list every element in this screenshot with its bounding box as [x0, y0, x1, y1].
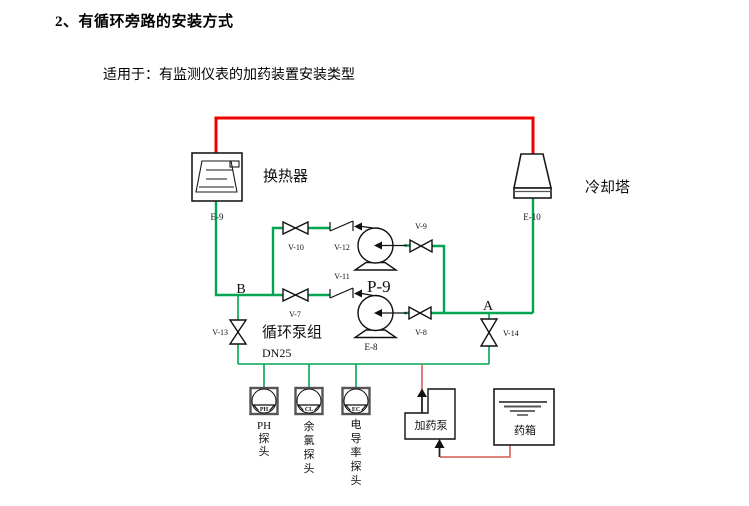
- junction-b-label: B: [236, 282, 245, 297]
- ph-probe-tag: PH: [260, 407, 269, 413]
- svg-text:电: 电: [351, 418, 362, 431]
- section-title: 2、有循环旁路的安装方式: [55, 14, 234, 30]
- valve-v14-symbol: [479, 318, 499, 347]
- junction-a-label: A: [483, 299, 494, 314]
- cooling-tower-tag: E-10: [523, 212, 541, 222]
- svg-text:头: 头: [351, 474, 362, 487]
- svg-text:探: 探: [304, 448, 315, 461]
- pump-e8-symbol: [352, 294, 407, 339]
- heat-exchanger-label: 换热器: [263, 168, 308, 185]
- pump-group-label: 循环泵组: [262, 324, 322, 341]
- valve-v8-symbol: [408, 305, 432, 321]
- conductivity-probe-symbol: EC: [341, 386, 371, 416]
- dosing-pump-label: 加药泵: [415, 419, 448, 432]
- heat-exchanger-tag: E-9: [211, 212, 224, 222]
- chemical-tank-label: 药箱: [514, 423, 536, 437]
- valve-v12-label: V-12: [334, 243, 350, 252]
- check-valve-v11-symbol: [329, 287, 374, 299]
- svg-text:PH: PH: [257, 420, 271, 432]
- chlorine-probe-label: 余 氯 探 头: [304, 419, 315, 475]
- valve-v9-label: V-9: [415, 222, 427, 231]
- svg-text:头: 头: [304, 462, 315, 475]
- check-valve-v12-symbol: [329, 220, 374, 232]
- pump-e8-tag: E-8: [365, 342, 378, 352]
- pump-p9-symbol: [352, 227, 407, 271]
- dosing-pump-symbol: [404, 388, 456, 457]
- valve-v10-label: V-10: [288, 243, 304, 252]
- chemical-tank-symbol: [493, 388, 555, 446]
- svg-text:余: 余: [304, 419, 315, 433]
- ph-probe-label: PH 探 头: [257, 420, 271, 458]
- valve-v11-label: V-11: [334, 272, 349, 281]
- pump-p9-tag: P-9: [367, 277, 391, 296]
- cooling-tower-label: 冷却塔: [585, 179, 630, 196]
- valve-v7-symbol: [282, 287, 309, 303]
- conductivity-probe-label: 电 导 率 探 头: [351, 418, 362, 487]
- valve-v13-symbol: [228, 319, 248, 345]
- svg-text:探: 探: [351, 460, 362, 473]
- cooling-tower-symbol: [513, 153, 553, 199]
- dosing-suction-line: [440, 445, 511, 458]
- conductivity-probe-tag: EC: [352, 407, 360, 413]
- valve-v9-symbol: [409, 238, 433, 254]
- chlorine-probe-symbol: CL: [294, 386, 324, 416]
- hot-water-pipe: [214, 116, 535, 155]
- valve-v8-label: V-8: [415, 328, 427, 337]
- cool-water-pipes: [214, 197, 535, 388]
- svg-text:探: 探: [259, 432, 270, 445]
- valve-v14-label: V-14: [503, 329, 519, 338]
- ph-probe-symbol: PH: [249, 386, 279, 416]
- svg-text:导: 导: [351, 432, 362, 445]
- valve-v13-label: V-13: [212, 328, 228, 337]
- svg-text:氯: 氯: [304, 433, 315, 447]
- chlorine-probe-tag: CL: [305, 407, 313, 413]
- pipe-size-label: DN25: [262, 346, 291, 360]
- heat-exchanger-symbol: [191, 152, 243, 202]
- svg-text:率: 率: [351, 445, 362, 459]
- svg-text:头: 头: [259, 445, 270, 458]
- section-subtitle: 适用于：有监测仪表的加药装置安装类型: [103, 68, 355, 83]
- valve-v7-label: V-7: [289, 310, 301, 319]
- valve-v10-symbol: [282, 220, 309, 236]
